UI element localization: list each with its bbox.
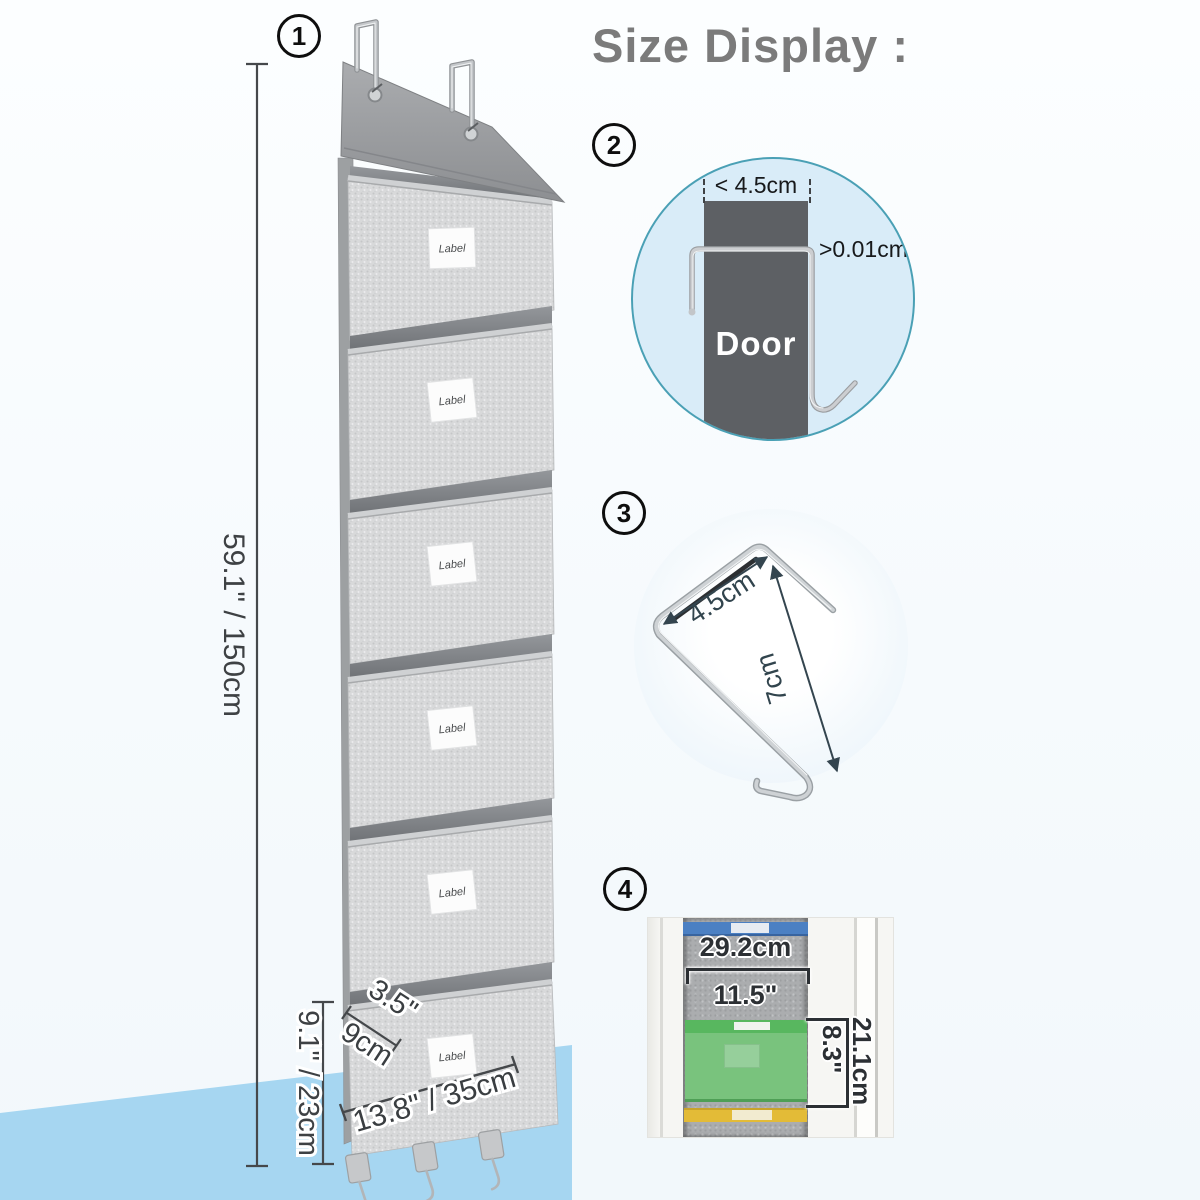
pocket-6: Label [347, 962, 559, 1157]
grommet-right [463, 122, 479, 142]
bottom-tab-hook-3 [477, 1129, 505, 1191]
pocket-width-in-label: 11.5" [713, 980, 778, 1010]
height-bracket [806, 1018, 849, 1108]
height-dimension-label: 59.1" / 150cm [217, 533, 250, 717]
svg-text:Label: Label [438, 722, 467, 737]
hook-tip-ball [688, 308, 696, 316]
pocket-width-cm-label: 29.2cm [699, 932, 792, 962]
door-frame-highlight [857, 918, 875, 1137]
pocket-height-cm-label: 21.1cm [847, 1017, 877, 1106]
door-width-label: < 4.5cm [714, 172, 798, 198]
pocket-label-tag: Label [427, 226, 477, 270]
green-pocket-label-tag [724, 1044, 760, 1068]
pocket-2: Label [347, 306, 555, 501]
door-text: Door [715, 325, 797, 362]
door-frame-line [875, 918, 878, 1137]
figure2-number-badge: 2 [592, 123, 636, 167]
dimension-tick-left [703, 179, 705, 203]
pocket-height-dimension-label: 9.1" / 23cm [292, 1010, 324, 1156]
pocket-size-photo: 29.2cm 11.5" 21.1cm 8.3" [648, 918, 893, 1137]
green-pocket [685, 1020, 807, 1102]
height-dimension-line: 59.1" / 150cm [217, 62, 268, 1168]
door-frame-line [854, 918, 857, 1137]
top-door-hook-right [449, 59, 475, 134]
blue-pocket-edge [683, 922, 808, 936]
yellow-pocket-tab [732, 1110, 772, 1120]
pocket-label-tag: Label [426, 541, 478, 587]
green-pocket-tab [734, 1022, 770, 1030]
door-frame-shade [648, 918, 660, 1137]
figure4-number-badge: 4 [603, 867, 647, 911]
figure1-number-badge: 1 [277, 14, 321, 58]
door-hook-detail-figure: < 4.5cm >0.01cm Door [631, 157, 915, 441]
pocket-1: Label [347, 166, 555, 341]
hook-size-figure: 4.5cm 7cm [634, 509, 914, 809]
organizer-illustration: 59.1" / 150cm Label Label Label [217, 19, 566, 1200]
pocket-height-in-label: 8.3" [817, 1025, 847, 1074]
top-door-hook-left [354, 19, 379, 95]
door-illustration [704, 201, 808, 439]
pocket-4: Label [347, 634, 555, 829]
svg-text:Label: Label [438, 394, 467, 409]
yellow-pocket-edge [684, 1108, 807, 1122]
blue-pocket-tab [731, 923, 769, 933]
pocket-label-tag: Label [426, 705, 478, 751]
dimension-tick-right [809, 179, 811, 203]
hook-length-label: 7cm [750, 650, 794, 708]
hook-gap-label: >0.01cm [819, 236, 908, 262]
organizer-top-flap [340, 61, 566, 203]
figure3-number-badge: 3 [602, 491, 646, 535]
grommet-left [367, 83, 383, 103]
svg-text:Label: Label [438, 886, 467, 901]
over-door-hook-drawing [688, 246, 858, 413]
width-bracket [686, 968, 810, 984]
pocket-label-tag: Label [426, 869, 478, 915]
hook-size-drawing: 4.5cm 7cm [652, 543, 840, 802]
bottom-tab-hook-1 [344, 1152, 372, 1200]
svg-text:Label: Label [438, 558, 467, 573]
pocket-height-dimension-line: 9.1" / 23cm [289, 1000, 334, 1166]
page-title: Size Display : [592, 19, 909, 72]
pocket-5: Label [347, 798, 555, 993]
svg-text:Label: Label [438, 1050, 467, 1065]
pocket-3: Label [347, 470, 555, 665]
bottom-tab-hook-2 [411, 1141, 439, 1200]
pocket-label-tag: Label [426, 377, 478, 423]
svg-text:Label: Label [438, 243, 466, 256]
pocket-label-tag: Label [426, 1033, 478, 1079]
door-frame-line [660, 918, 663, 1137]
